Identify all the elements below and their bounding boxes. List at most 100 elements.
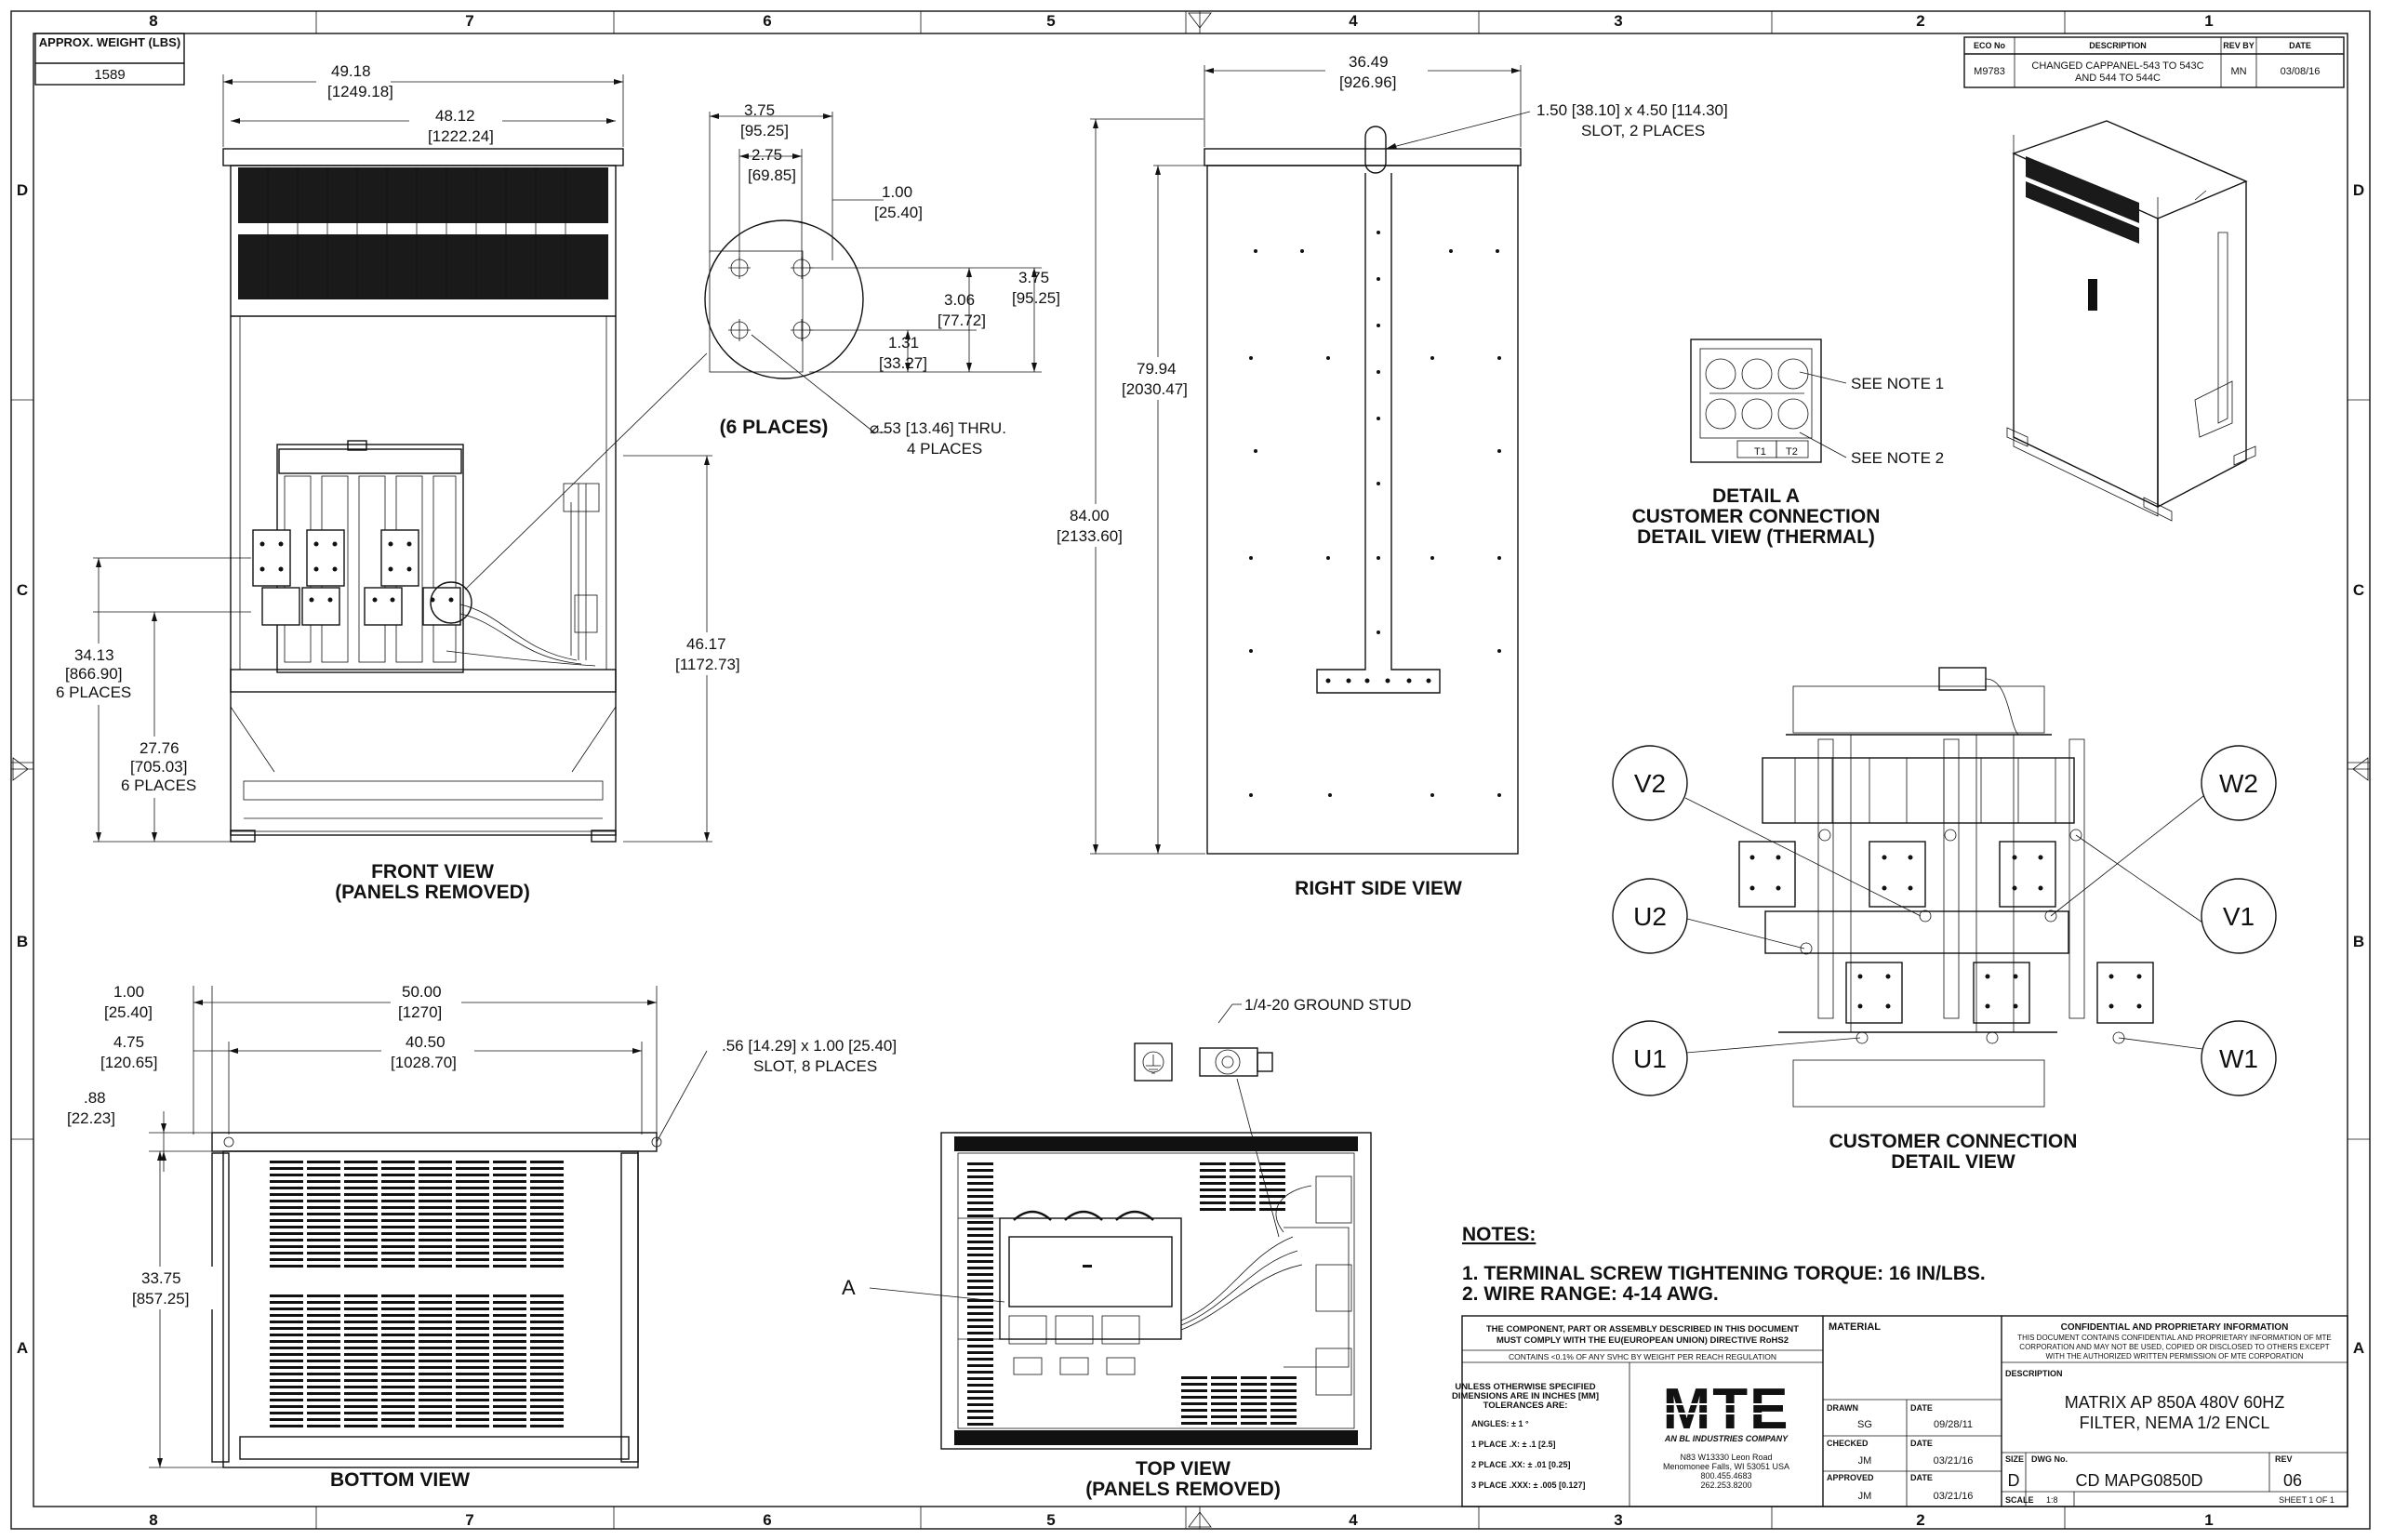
vent-slot	[530, 1245, 564, 1248]
vent-slot	[344, 1174, 378, 1176]
bottom-vent-slots	[270, 1161, 564, 1427]
vent-slot	[530, 1327, 564, 1330]
vent-slot	[530, 1206, 564, 1209]
detail-a-title-1: DETAIL A	[1712, 485, 1800, 507]
vent-slot	[270, 1301, 303, 1304]
vent-slot	[419, 1294, 452, 1297]
tol-1-place: 1 PLACE .X: ± .1 [2.5]	[1471, 1440, 1555, 1449]
vent-slot	[456, 1308, 489, 1310]
vent-slot	[381, 1200, 415, 1202]
vent-slot	[456, 1219, 489, 1222]
vent-slot	[344, 1386, 378, 1388]
vent-slot	[456, 1366, 489, 1369]
vent-slot	[530, 1200, 564, 1202]
tol-line-1: UNLESS OTHERWISE SPECIFIED	[1455, 1382, 1595, 1392]
vent-slot	[381, 1213, 415, 1215]
vent-slot	[270, 1252, 303, 1255]
vent-slot	[419, 1232, 452, 1235]
vent-slot	[307, 1360, 340, 1362]
vent-slot	[344, 1239, 378, 1241]
tol-line-3: TOLERANCES ARE:	[1483, 1401, 1568, 1411]
address-2: Menomonee Falls, WI 53051 USA	[1663, 1462, 1789, 1471]
vent-slot	[1230, 1169, 1256, 1172]
vent-slot	[344, 1301, 378, 1304]
vent-slot	[344, 1327, 378, 1330]
vent-slot	[493, 1232, 526, 1235]
vent-slot	[307, 1379, 340, 1382]
col-label-top: 7	[465, 12, 473, 30]
isometric-view	[2006, 120, 2256, 522]
vent-slot	[270, 1392, 303, 1395]
bolt-hole-spec: ⌀.53 [13.46] THRU.	[870, 419, 1006, 437]
vent-slot	[381, 1327, 415, 1330]
vent-slot	[270, 1193, 303, 1196]
vent-slot	[419, 1425, 452, 1427]
vent-slot	[1230, 1188, 1256, 1191]
vent-slot	[381, 1265, 415, 1268]
row-label-left: C	[17, 581, 28, 599]
vent-slot	[493, 1340, 526, 1343]
bolt-dim-d6: 1.31	[888, 334, 919, 352]
vent-slot	[307, 1200, 340, 1202]
drawing-frame	[10, 10, 2371, 1530]
vent-slot	[530, 1340, 564, 1343]
bolt-dim-d5: 3.06	[944, 291, 975, 309]
vent-slot	[270, 1226, 303, 1228]
vent-slot	[967, 1188, 993, 1191]
vent-slot	[381, 1360, 415, 1362]
vent-slot	[493, 1373, 526, 1375]
col-label-top: 4	[1349, 12, 1358, 30]
rev-description-1: CHANGED CAPPANEL-543 TO 543C	[2031, 60, 2203, 72]
tol-angles: ANGLES: ± 1 °	[1471, 1419, 1529, 1428]
customer-connection-title-2: DETAIL VIEW	[1891, 1151, 2015, 1173]
vent-slot	[1200, 1175, 1226, 1178]
vent-slot	[530, 1174, 564, 1176]
vent-slot	[967, 1390, 993, 1393]
vent-slot	[493, 1347, 526, 1349]
front-dim-h3: 46.17	[686, 635, 726, 653]
vent-slot	[270, 1294, 303, 1297]
bottom-dim-d5-mm: [22.23]	[67, 1109, 115, 1127]
bottom-dim-d3: 4.75	[113, 1033, 144, 1051]
vent-slot	[419, 1327, 452, 1330]
bottom-dim-d3-mm: [120.65]	[100, 1054, 157, 1071]
vent-slot	[1181, 1396, 1207, 1399]
bottom-dim-d1-mm: [25.40]	[104, 1003, 153, 1021]
vent-slot	[967, 1175, 993, 1178]
vent-slot	[270, 1314, 303, 1317]
conf-line-2: THIS DOCUMENT CONTAINS CONFIDENTIAL AND …	[2017, 1334, 2332, 1342]
vent-slot	[307, 1425, 340, 1427]
vent-slot	[967, 1260, 993, 1263]
bottom-view-title: BOTTOM VIEW	[330, 1469, 470, 1491]
vent-slot	[493, 1360, 526, 1362]
vent-slot	[456, 1334, 489, 1336]
note-item-2: 2. WIRE RANGE: 4-14 AWG.	[1462, 1283, 1719, 1305]
vent-slot	[1259, 1169, 1285, 1172]
vent-slot	[530, 1301, 564, 1304]
notes: NOTES: 1. TERMINAL SCREW TIGHTENING TORQ…	[1462, 1224, 1986, 1305]
vent-slot	[381, 1314, 415, 1317]
row-label-left: A	[17, 1339, 28, 1357]
right-side-view: 36.49 [926.96] 1.50 [38.10] x 4.50 [114.…	[1051, 52, 1728, 899]
vent-slot	[530, 1418, 564, 1421]
vent-slot	[456, 1265, 489, 1268]
vent-slot	[456, 1206, 489, 1209]
bolt-dim-d1: 3.75	[744, 101, 775, 119]
vent-slot	[967, 1162, 993, 1165]
scale-label: SCALE	[2005, 1495, 2034, 1505]
vent-slot	[1230, 1208, 1256, 1211]
detail-a-t1: T1	[1754, 446, 1766, 458]
bolt-dim-d3-mm: [25.40]	[874, 204, 923, 221]
vent-slot	[493, 1258, 526, 1261]
bottom-dim-d1: 1.00	[113, 983, 144, 1001]
vent-slot	[1200, 1162, 1226, 1165]
vent-slot	[456, 1174, 489, 1176]
vent-slot	[456, 1425, 489, 1427]
rev-description-2: AND 544 TO 544C	[2075, 73, 2161, 84]
vent-slot	[456, 1200, 489, 1202]
weight-label: APPROX. WEIGHT (LBS)	[39, 35, 180, 49]
bottom-dim-d2-mm: [1270]	[398, 1003, 442, 1021]
vent-slot	[307, 1301, 340, 1304]
note-item-1: 1. TERMINAL SCREW TIGHTENING TORQUE: 16 …	[1462, 1263, 1986, 1284]
bolt-dim-d3: 1.00	[882, 183, 912, 201]
